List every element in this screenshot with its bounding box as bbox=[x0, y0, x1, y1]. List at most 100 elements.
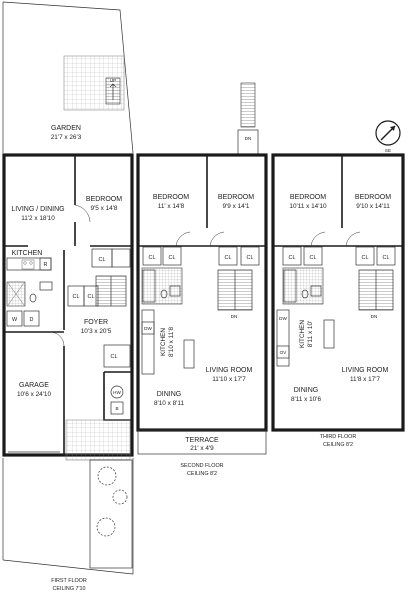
first-floor-plan: UP GARDEN 21'7 x 26'3 CL CL CL CL HW bbox=[2, 1, 134, 592]
oven-label: OV bbox=[280, 350, 288, 355]
closet-2b-label: CL bbox=[169, 255, 176, 261]
stove-burner-icon bbox=[23, 261, 27, 265]
closet-2a bbox=[142, 246, 162, 266]
dining-3-dims: 8'11 x 10'6 bbox=[291, 396, 321, 403]
bedroom-3-left-label: BEDROOM bbox=[290, 194, 326, 201]
living-room-2-dims: 11'10 x 17'7 bbox=[212, 376, 246, 383]
bedroom-2-left-label: BEDROOM bbox=[153, 194, 189, 201]
tree-icon-2 bbox=[112, 489, 128, 505]
garage-door-arc bbox=[49, 331, 65, 347]
third-floor-ceiling: CEILING 8'2 bbox=[323, 442, 353, 448]
second-floor-plan: DN CL CL CL CL DN DW KITCHEN 8'10 x 11'8… bbox=[136, 82, 268, 477]
bedroom-2-right-dims: 9'9 x 14'1 bbox=[223, 203, 250, 210]
living-dining-dims: 11'2 x 18'10 bbox=[21, 215, 55, 222]
tree-icon-3 bbox=[96, 517, 116, 537]
dishwasher-icon bbox=[141, 321, 155, 335]
bedroom-3-right-door-arc bbox=[345, 231, 361, 247]
bedroom-2-right-label: BEDROOM bbox=[218, 194, 254, 201]
kitchen-2-label: KITCHEN bbox=[160, 328, 167, 356]
third-floor-plan: CL CL CL CL DN DW OV KITCHEN 8'11 x 10' … bbox=[271, 153, 405, 448]
roof-stair-label: DN bbox=[245, 136, 252, 141]
kitchen-label: KITCHEN bbox=[12, 250, 43, 257]
kitchen-3-label: KITCHEN bbox=[299, 320, 306, 348]
sink-3-icon bbox=[310, 285, 322, 297]
washer-icon bbox=[6, 310, 23, 327]
first-floor-title: FIRST FLOOR bbox=[51, 578, 87, 584]
bedroom-door-arc bbox=[74, 204, 91, 223]
terrace bbox=[137, 429, 267, 455]
kitchen-2-counter bbox=[141, 309, 155, 375]
bedroom-dims: 9'5 x 14'8 bbox=[91, 205, 118, 212]
toilet-icon bbox=[29, 293, 37, 303]
boiler-label: B bbox=[115, 406, 118, 411]
compass-label: SE bbox=[385, 148, 391, 153]
oven-icon bbox=[276, 345, 290, 359]
bedroom-2-left-dims: 11' x 14'8 bbox=[158, 203, 185, 210]
closet-2c bbox=[218, 246, 238, 266]
first-floor-ceiling: CEILING 7'10 bbox=[52, 586, 85, 592]
garage-label: GARAGE bbox=[19, 382, 49, 389]
living-dining-label: LIVING / DINING bbox=[11, 206, 64, 213]
terrace-label: TERRACE bbox=[185, 437, 219, 444]
bedroom-label: BEDROOM bbox=[86, 196, 122, 203]
dishwasher-label: DW bbox=[144, 326, 152, 331]
closet-3b-label: CL bbox=[310, 255, 317, 261]
dining-2-label: DINING bbox=[157, 391, 182, 398]
dishwasher-3-label: DW bbox=[279, 316, 287, 321]
bedroom-3-left-dims: 10'11 x 14'10 bbox=[289, 203, 327, 210]
closet-2a-label: CL bbox=[149, 255, 156, 261]
bedroom-3-right-dims: 9'10 x 14'11 bbox=[356, 203, 390, 210]
dining-3-label: DINING bbox=[294, 387, 319, 394]
living-room-2-label: LIVING ROOM bbox=[206, 367, 253, 374]
closet-2d-label: CL bbox=[247, 255, 254, 261]
garden-dims: 21'7 x 26'3 bbox=[51, 134, 82, 141]
front-walkway bbox=[65, 419, 131, 461]
foyer-dims: 10'3 x 20'5 bbox=[81, 328, 112, 335]
garden-label: GARDEN bbox=[51, 125, 81, 132]
hot-water-heater-icon bbox=[110, 385, 124, 399]
garden-stairs-up-label: UP bbox=[110, 78, 116, 83]
shower-icon bbox=[7, 282, 25, 306]
closet-foyer-a-label: CL bbox=[73, 294, 80, 300]
closet-upper-label: CL bbox=[99, 257, 106, 263]
boiler-icon bbox=[110, 401, 124, 415]
mechanical-room-wall bbox=[103, 371, 132, 421]
third-floor-exterior-wall bbox=[271, 153, 405, 432]
closet-foyer-b bbox=[83, 285, 99, 307]
bedroom-left-door-arc bbox=[175, 231, 191, 247]
stove-icon bbox=[21, 259, 35, 270]
bathtub-icon bbox=[142, 269, 156, 303]
closet-3b bbox=[303, 246, 323, 266]
third-floor-title: THIRD FLOOR bbox=[320, 434, 357, 440]
kitchen-3-counter bbox=[276, 309, 290, 367]
toilet-3-icon bbox=[301, 289, 309, 299]
lot-outline-lower bbox=[2, 458, 134, 575]
second-floor-ceiling: CEILING 8'2 bbox=[187, 471, 217, 477]
closet-3a-label: CL bbox=[289, 255, 296, 261]
closet-3a bbox=[282, 246, 302, 266]
compass-rose-icon: SE bbox=[375, 120, 401, 153]
refrigerator-icon bbox=[39, 257, 52, 271]
second-stairs-dn: DN bbox=[231, 314, 238, 319]
foyer-label: FOYER bbox=[84, 319, 108, 326]
closet-2b bbox=[162, 246, 182, 266]
kitchen-2-island bbox=[183, 339, 195, 369]
closet-foyer-b-label: CL bbox=[88, 294, 95, 300]
closet-3d bbox=[376, 246, 396, 266]
bathtub-3-icon bbox=[283, 269, 297, 303]
dryer-label: D bbox=[30, 317, 34, 323]
sink-2-icon bbox=[169, 285, 181, 297]
garage-dims: 10'6 x 24'10 bbox=[17, 391, 52, 398]
stairs-up-arrow-icon bbox=[109, 83, 117, 100]
kitchen-3-dims: 8'11 x 10' bbox=[307, 321, 314, 347]
roof-stair-landing bbox=[237, 129, 259, 155]
stove-burner-icon-2 bbox=[29, 261, 33, 265]
third-stairs-dn: DN bbox=[371, 314, 378, 319]
closet-3c-label: CL bbox=[362, 255, 369, 261]
bedroom-right-door-arc bbox=[209, 231, 225, 247]
living-room-3-dims: 11'8 x 17'7 bbox=[350, 376, 380, 383]
second-floor-title: SECOND FLOOR bbox=[180, 463, 223, 469]
closet-lower-label: CL bbox=[111, 354, 118, 360]
closet-2c-label: CL bbox=[225, 255, 232, 261]
